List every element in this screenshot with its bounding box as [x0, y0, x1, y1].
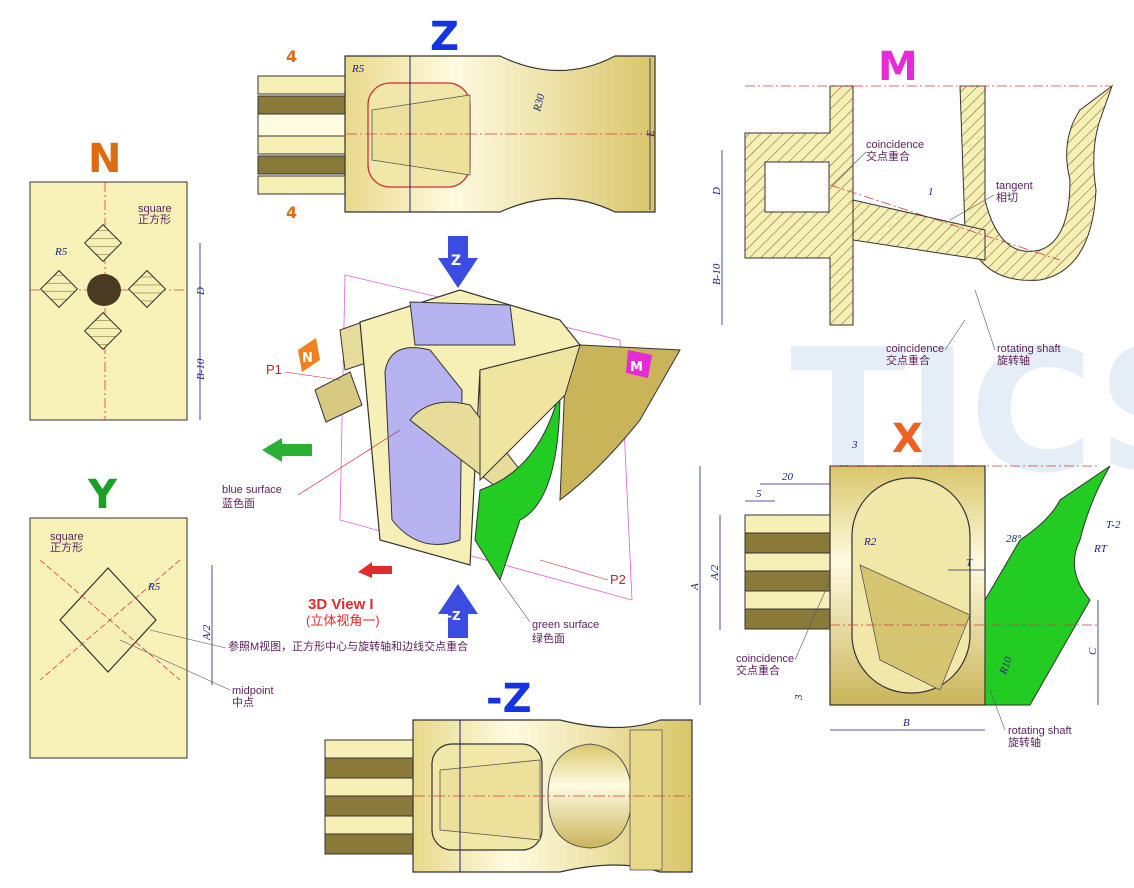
- x-dim-5: 5: [756, 488, 762, 500]
- n-hole: [87, 274, 121, 306]
- y-note-ref: 参照M视图，正方形中心与旋转轴和边线交点重合: [228, 639, 468, 653]
- x-dim-3-top: 3: [851, 439, 858, 451]
- iso-subtitle: (立体视角一): [306, 613, 380, 628]
- n-square-note-cn: 正方形: [138, 212, 171, 226]
- x-dim-t2: T-2: [1106, 519, 1121, 531]
- m-rotating-cn: 旋转轴: [997, 353, 1030, 367]
- iso-title: 3D View I: [308, 596, 374, 613]
- m-tangent-cn: 相切: [996, 191, 1018, 204]
- m-rotating: rotating shaft: [997, 343, 1061, 355]
- iso-tag-m: [626, 350, 652, 378]
- iso-green-label: green surface: [532, 619, 599, 631]
- view-m-title: M: [878, 44, 918, 90]
- z-dim-r5: R5: [351, 63, 365, 75]
- x-coincidence-cn: 交点重合: [736, 663, 780, 677]
- z-dim-r30: R30: [531, 92, 548, 114]
- y-square-note: square: [50, 531, 84, 543]
- iso-tag-n: [298, 338, 320, 372]
- view-z-mark-bottom: 4: [286, 203, 297, 222]
- iso-blue-label-cn: 蓝色面: [222, 496, 255, 510]
- z-dim-e: E: [645, 130, 657, 138]
- y-midpoint: midpoint: [232, 685, 274, 697]
- y-midpoint-cn: 中点: [232, 696, 254, 709]
- x-coincidence: coincidence: [736, 653, 794, 665]
- m-coincidence2: coincidence: [886, 343, 944, 355]
- x-dim-a2: A/2: [709, 564, 721, 581]
- iso-blue-label: blue surface: [222, 484, 282, 496]
- view-n-title: N: [88, 136, 121, 182]
- m-coincidence2-cn: 交点重合: [886, 353, 930, 367]
- n-dim-b10: B-10: [195, 358, 207, 380]
- m-dim-d: D: [711, 187, 723, 196]
- n-dim-d: D: [195, 287, 207, 296]
- iso-tag-n-label: N: [302, 351, 313, 366]
- view-z: Z 4 4 R5 R30 E: [257, 14, 657, 222]
- iso-arrow-z: [438, 236, 478, 288]
- x-dim-b: B: [903, 717, 910, 729]
- iso-green-label-cn: 绿色面: [532, 631, 565, 645]
- view-y-title: Y: [87, 472, 118, 518]
- y-square-note-cn: 正方形: [50, 540, 83, 554]
- iso-blue-surface: [384, 347, 463, 545]
- x-green-arm: [984, 465, 1111, 706]
- y-dim-r5: R5: [147, 581, 161, 593]
- x-rotating: rotating shaft: [1008, 725, 1072, 737]
- iso-arrow-z-label: Z: [451, 253, 461, 269]
- view-n: N square 正方形 R5 D B-10: [29, 136, 207, 421]
- view-x-title: X: [892, 416, 923, 462]
- view-y: Y square 正方形 R5 A/2 参照M视图，正方形中心与旋转轴和边线交点…: [29, 472, 468, 759]
- view-nz-title: -Z: [486, 676, 532, 722]
- m-section-right: [959, 84, 1114, 281]
- iso-p1: P1: [266, 362, 282, 377]
- n-dim-r5: R5: [54, 246, 68, 258]
- x-dim-r2: R2: [863, 536, 877, 548]
- iso-arrow-red: [358, 562, 392, 578]
- x-prongs: [744, 514, 831, 630]
- iso-arrow-nz: [438, 584, 478, 638]
- iso-arrow-nz-label: -Z: [447, 609, 461, 623]
- iso-p2: P2: [610, 572, 626, 587]
- m-dim-1: 1: [928, 186, 934, 198]
- z-prongs: [257, 75, 349, 195]
- iso-arrow-green: [262, 438, 312, 462]
- x-dim-t: T: [966, 557, 973, 569]
- m-coincidence1: coincidence: [866, 139, 924, 151]
- nz-prongs: [324, 739, 414, 855]
- x-dim-rt: RT: [1093, 543, 1108, 555]
- view-z-mark-top: 4: [286, 47, 297, 66]
- n-square-note: square: [138, 203, 172, 215]
- view-nz: -Z: [324, 676, 693, 873]
- view-x: X 3 20 5 R2 28° T-2 RT T A A/2 C: [689, 416, 1121, 749]
- x-dim-28: 28°: [1006, 533, 1022, 545]
- x-dim-20: 20: [782, 471, 794, 483]
- m-dim-b10: B-10: [711, 263, 723, 285]
- x-dim-c: C: [1087, 647, 1099, 655]
- y-cross-square: [59, 567, 157, 673]
- m-coincidence1-cn: 交点重合: [866, 149, 910, 163]
- view-z-title: Z: [430, 14, 459, 60]
- view-iso: Z -Z N M P1 P2 blue surface 蓝色面 green su…: [222, 236, 681, 645]
- m-tangent: tangent: [996, 180, 1033, 192]
- x-dim-a: A: [689, 583, 701, 591]
- y-dim-a2: A/2: [201, 624, 213, 641]
- view-m: M D B-10 1 coincidence 交点重合 tangent 相切 c…: [711, 44, 1114, 367]
- x-rotating-cn: 旋转轴: [1008, 735, 1041, 749]
- iso-tag-m-label: M: [630, 360, 643, 375]
- x-dim-3-bottom: 3: [793, 694, 805, 701]
